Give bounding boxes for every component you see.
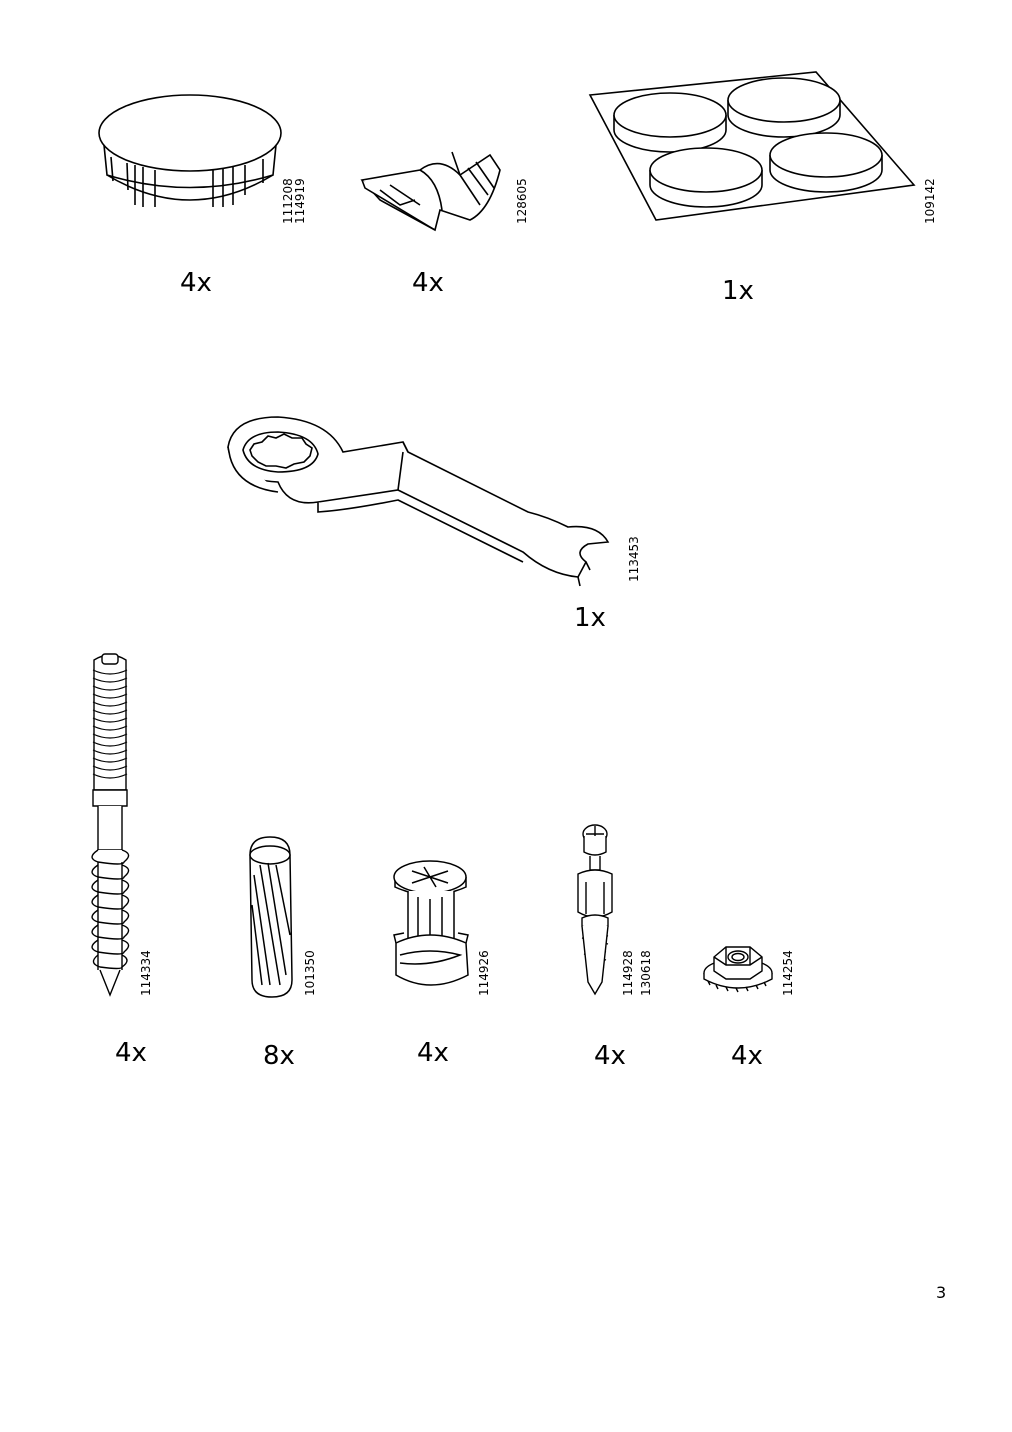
cam-lock-illustration <box>390 855 475 995</box>
part-code: 113453 <box>627 536 641 582</box>
felt-pads-illustration <box>588 70 918 225</box>
quantity-label: 4x <box>115 1038 147 1068</box>
quantity-label: 4x <box>417 1038 449 1068</box>
part-code: 114928 <box>621 950 635 996</box>
quantity-label: 4x <box>731 1041 763 1071</box>
part-code: 101350 <box>303 950 317 996</box>
part-code: 109142 <box>923 178 937 224</box>
quantity-label: 1x <box>722 276 754 306</box>
part-code: 114334 <box>139 950 153 996</box>
cap-illustration <box>95 95 285 225</box>
quantity-label: 4x <box>412 268 444 298</box>
dowel-illustration <box>240 835 302 1000</box>
quantity-label: 8x <box>263 1041 295 1071</box>
quantity-label: 1x <box>574 603 606 633</box>
quantity-label: 4x <box>594 1041 626 1071</box>
hex-nut-illustration <box>700 935 776 997</box>
part-code: 114254 <box>781 950 795 996</box>
hanger-bolt-illustration <box>84 650 136 1000</box>
part-code: 114919 <box>293 178 307 224</box>
quantity-label: 4x <box>180 268 212 298</box>
wrench-illustration <box>218 412 638 587</box>
cam-screw-illustration <box>570 822 620 997</box>
clip-illustration <box>360 150 510 235</box>
part-code: 114926 <box>477 950 491 996</box>
part-code: 130618 <box>639 950 653 996</box>
part-code: 128605 <box>515 178 529 224</box>
page-number: 3 <box>936 1283 947 1302</box>
